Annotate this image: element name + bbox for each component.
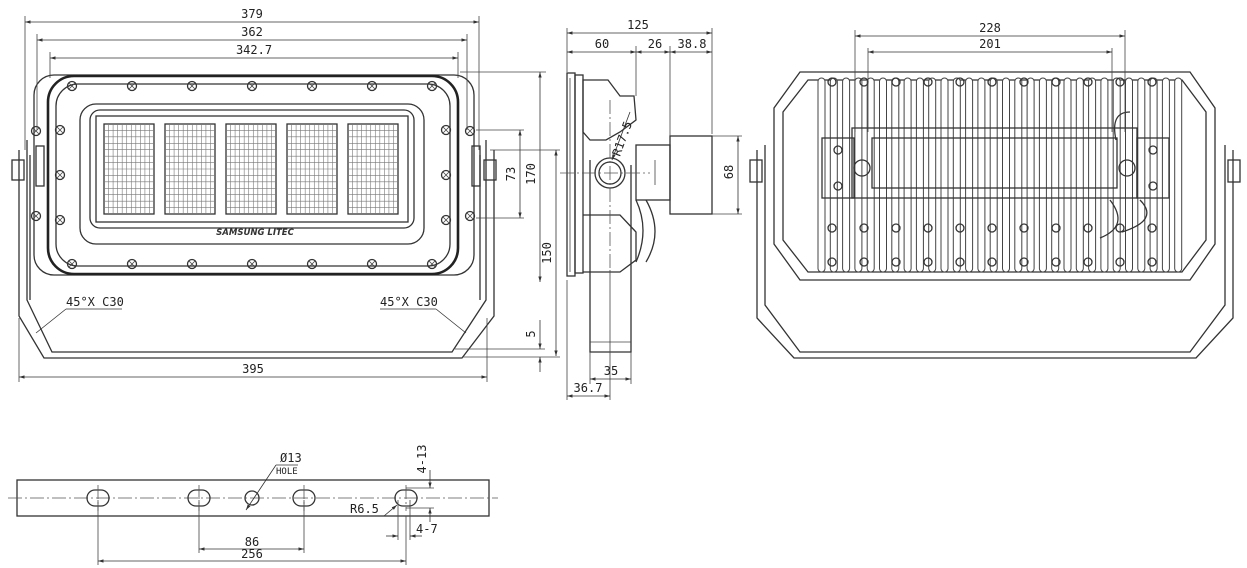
dim-r6-5: R6.5 [350, 502, 379, 516]
fin [940, 77, 949, 273]
dim-395: 395 [242, 362, 264, 376]
fin [1075, 77, 1084, 273]
fin [891, 77, 900, 273]
bolt [30, 125, 42, 137]
chamfer-label-left: 45°X C30 [66, 295, 124, 309]
bolt [54, 124, 66, 136]
fin [1051, 77, 1060, 273]
bolt [426, 258, 438, 270]
bolt [306, 80, 318, 92]
front-housing-flange [46, 74, 460, 276]
fin [1125, 77, 1133, 273]
fin [977, 77, 986, 273]
heatsink-fins [817, 77, 1183, 273]
fin [1002, 77, 1010, 273]
fin [1174, 77, 1183, 273]
fin [965, 77, 974, 273]
fin [952, 77, 961, 273]
fin [928, 77, 937, 273]
side-view: 125 60 26 38.8 68 R17.5 35 36.7 [560, 18, 742, 400]
bolt [66, 80, 78, 92]
fin [1063, 77, 1072, 273]
fin [1014, 77, 1023, 273]
dim-60: 60 [595, 37, 609, 51]
dim-125: 125 [627, 18, 649, 32]
led-module [103, 123, 155, 215]
bracket-view: Ø13 HOLE 4-13 R6.5 4-7 86 256 [8, 445, 498, 565]
dim-170: 170 [524, 163, 538, 185]
brand-logo: SAMSUNG LITEC [216, 228, 294, 238]
hole-label: HOLE [276, 467, 298, 477]
flange-bolts [30, 80, 476, 270]
bolt [54, 214, 66, 226]
fin [1038, 77, 1047, 273]
led-module [286, 123, 338, 215]
rear-view: 228 201 [749, 21, 1241, 359]
led-module [164, 123, 216, 215]
dim-201: 201 [979, 37, 1001, 51]
bolt [186, 258, 198, 270]
front-mounting-bracket [11, 140, 497, 359]
bolt [440, 124, 452, 136]
fin [915, 77, 924, 273]
fin [866, 77, 875, 273]
dim-342-7: 342.7 [236, 43, 272, 57]
fin [829, 77, 838, 273]
dim-35: 35 [604, 364, 618, 378]
fin [879, 77, 887, 273]
bolt [440, 214, 452, 226]
bolt [126, 258, 138, 270]
dim-150: 150 [540, 242, 554, 264]
center-hole [244, 490, 260, 506]
dim-26: 26 [648, 37, 662, 51]
bolt [30, 210, 42, 222]
dim-38-8: 38.8 [678, 37, 707, 51]
dim-68: 68 [722, 165, 736, 179]
front-view: SAMSUNG LITEC 45°X C30 45°X C30 379 362 … [11, 7, 560, 382]
fin [1026, 77, 1035, 273]
dim-5: 5 [524, 330, 538, 337]
bolt [306, 258, 318, 270]
led-module [225, 123, 277, 215]
bolt [366, 258, 378, 270]
rear-housing [773, 71, 1216, 281]
fin [842, 77, 851, 273]
fin [989, 77, 998, 273]
side-arm [589, 160, 632, 353]
dim-362: 362 [241, 25, 263, 39]
led-module-grid [103, 123, 399, 215]
bolt [126, 80, 138, 92]
bolt [186, 80, 198, 92]
hole-diameter-label: Ø13 [280, 451, 302, 465]
bolt [440, 169, 452, 181]
bolt [426, 80, 438, 92]
dim-256: 256 [241, 547, 263, 561]
dim-4-13: 4-13 [415, 445, 429, 474]
front-lens-frame [79, 103, 425, 245]
bolt [246, 80, 258, 92]
bolt [66, 258, 78, 270]
fin [1137, 77, 1146, 273]
dim-73: 73 [504, 167, 518, 181]
bolt [464, 210, 476, 222]
fin [1088, 77, 1097, 273]
bolt [54, 169, 66, 181]
slot [394, 485, 418, 511]
bolt [246, 258, 258, 270]
bolt [464, 125, 476, 137]
led-module [347, 123, 399, 215]
dim-4-7: 4-7 [416, 522, 438, 536]
fin [1149, 77, 1158, 273]
fin [903, 77, 912, 273]
dim-86: 86 [245, 535, 259, 549]
dim-r17-5: R17.5 [609, 119, 635, 158]
fin [1161, 77, 1170, 273]
bolt [366, 80, 378, 92]
dim-379: 379 [241, 7, 263, 21]
dim-36-7: 36.7 [574, 381, 603, 395]
fin [1100, 77, 1109, 273]
chamfer-label-right: 45°X C30 [380, 295, 438, 309]
dim-228: 228 [979, 21, 1001, 35]
